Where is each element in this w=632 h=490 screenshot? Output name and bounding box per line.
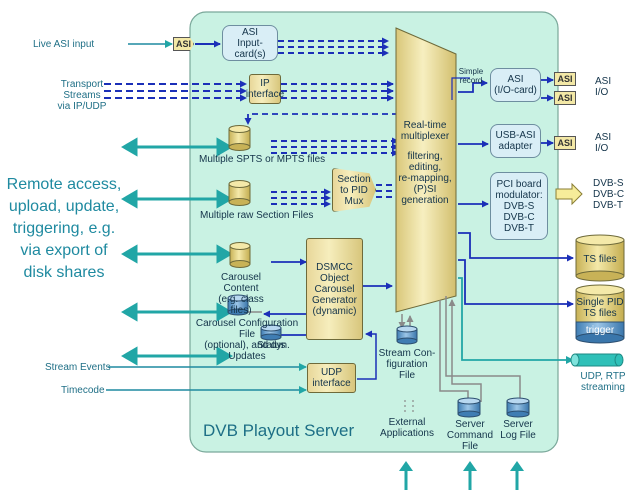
event-lines — [106, 363, 307, 394]
bottom-arrows — [404, 470, 519, 490]
server-log-label: Server Log File — [500, 419, 536, 441]
stream-config-cylinder — [396, 325, 418, 345]
external-apps-label: External Applications — [380, 417, 434, 439]
ip-interface: IP interface — [246, 74, 284, 104]
asi-to-mux-lines — [271, 37, 406, 208]
record-loop — [244, 113, 398, 125]
carousel-cylinder — [229, 242, 251, 268]
asi-in-tag: ASI — [173, 37, 194, 51]
timecode-label: Timecode — [61, 385, 105, 396]
config-cylinder — [227, 294, 249, 316]
udp-interface: UDP interface — [307, 363, 356, 393]
remote-arrows — [121, 137, 233, 366]
stream-events-label: Stream Events — [45, 362, 111, 373]
asi-input-card: ASI Input- card(s) — [222, 25, 278, 61]
raw-section-label: Multiple raw Section Files — [200, 210, 314, 221]
server-command-label: Server Command File — [446, 419, 494, 452]
udp-to-dsmcc — [357, 330, 377, 380]
pci-modulator: PCI board modulator: DVB-S DVB-C DVB-T — [490, 172, 548, 240]
asi-io-card: ASI (I/O-card) — [490, 68, 541, 102]
asi-io-out-2: ASI I/O — [595, 132, 612, 154]
udp-pipe — [570, 353, 624, 367]
asi-out-tag-3: ASI — [554, 136, 576, 150]
ts-files-label: TS files — [583, 254, 617, 265]
dsmcc-generator: DSMCC Object Carousel Generator (dynamic… — [306, 238, 363, 340]
carousel-config-label: Carousel Configuration File (optional), … — [195, 318, 299, 362]
asi-out-tag-1: ASI — [554, 72, 576, 86]
usb-asi-adapter: USB-ASI adapter — [490, 124, 541, 158]
simple-record-label: Simple record — [458, 67, 484, 85]
dvb-out-labels: DVB-S DVB-C DVB-T — [593, 178, 625, 211]
single-pid-cylinder — [575, 284, 625, 344]
spts-label: Multiple SPTS or MPTS files — [199, 154, 326, 165]
multiplexer-label: Real-time multiplexer filtering, editing… — [398, 120, 452, 206]
udp-rtp-label: UDP, RTP streaming — [580, 371, 626, 393]
trigger-label: trigger — [585, 325, 615, 336]
transport-label: Transport Streams via IP/UDP — [57, 79, 107, 112]
multiplexer-shape — [395, 27, 457, 313]
live-asi-label: Live ASI input — [33, 39, 95, 50]
ip-dashed-lines — [104, 80, 247, 102]
mux-output-lines — [458, 79, 574, 364]
asi-out-tag-2: ASI — [554, 91, 576, 105]
single-pid-label: Single PID TS files — [576, 297, 624, 319]
ts-files-cylinder — [575, 234, 625, 282]
section-to-pid-mux: Section to PID Mux — [332, 168, 376, 212]
server-panel — [189, 11, 559, 453]
status-label: Status — [257, 340, 286, 351]
remote-access-label: Remote access, upload, update, triggerin… — [6, 176, 122, 281]
status-cylinder — [260, 324, 282, 341]
carousel-content-label: Carousel Content (e.g. class files) — [218, 272, 264, 316]
bottom-file-lines — [398, 296, 521, 402]
bottom-arrow-heads — [399, 461, 524, 471]
right-out-lines — [541, 76, 554, 147]
asi-io-out-1: ASI I/O — [595, 76, 612, 98]
dvb-output-arrow — [555, 182, 583, 206]
ext-app-dots — [404, 400, 414, 412]
stream-config-label: Stream Con- figuration File — [378, 348, 436, 381]
raw-cylinder — [228, 180, 251, 206]
spts-cylinder — [228, 125, 251, 151]
command-cylinder — [457, 397, 481, 418]
log-cylinder — [506, 397, 530, 418]
server-title: DVB Playout Server — [203, 421, 355, 440]
